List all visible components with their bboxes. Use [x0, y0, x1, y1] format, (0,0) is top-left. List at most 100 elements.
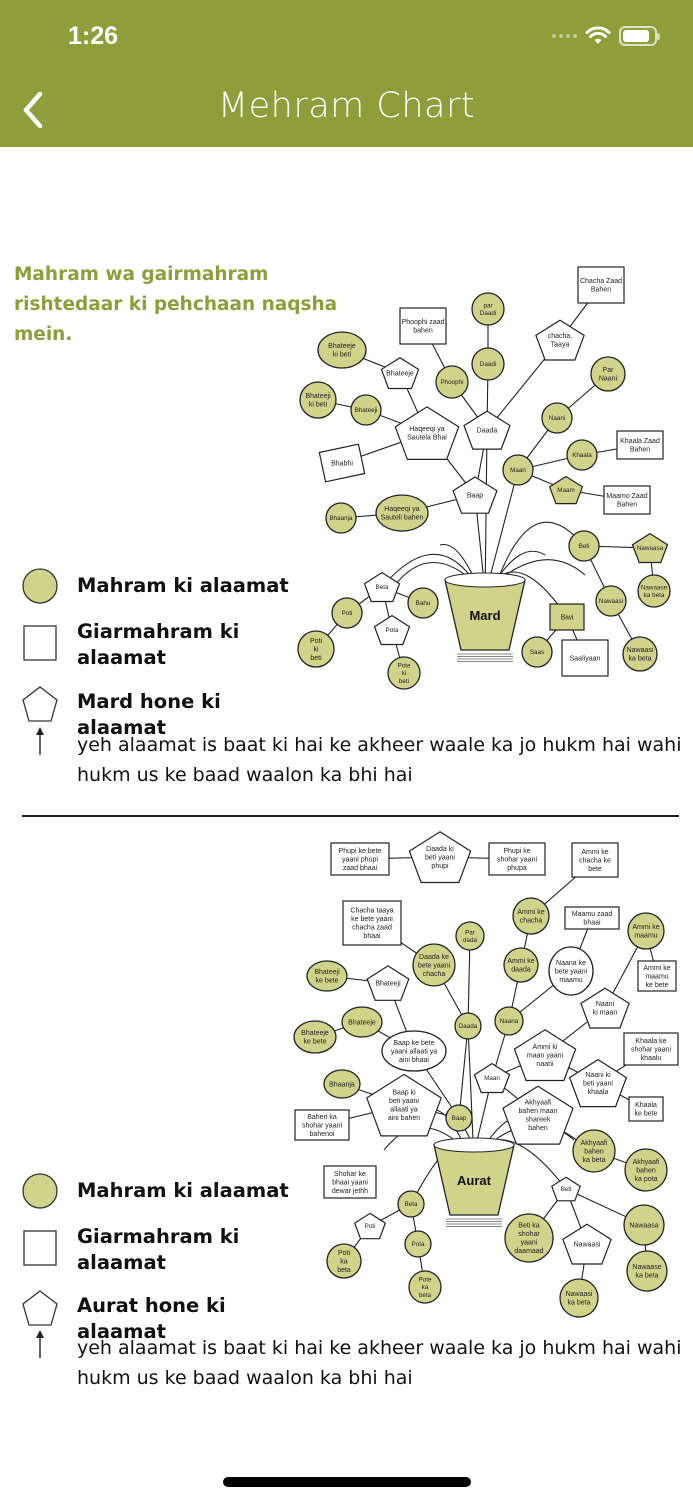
node-label: Pota [412, 1241, 425, 1248]
legend-label-gairmahram: Giarmahram ki alaamat [77, 620, 240, 669]
node-label: Bhabhi [331, 460, 353, 467]
node-nawaasi: Nawaasi [595, 585, 627, 617]
legend-item-mahram [20, 1170, 62, 1212]
node-daadi: Daadi [471, 347, 505, 381]
node-label: Baap [452, 1115, 467, 1122]
node-bahu: Bahu [407, 587, 439, 619]
node-nawaasa: Nawaasa [623, 1204, 665, 1246]
status-icons [552, 26, 660, 46]
node-maan: Maan [473, 1062, 511, 1094]
node-pota: Pota [404, 1230, 432, 1258]
center-vessel: Aurat [433, 1137, 515, 1227]
legend-item-gairmahram [20, 1227, 62, 1269]
node-daada: Daada [463, 410, 511, 450]
back-button[interactable] [16, 88, 52, 132]
arrow-up-icon [36, 727, 44, 755]
status-time: 1:26 [68, 22, 119, 50]
signal-icon [552, 34, 577, 38]
home-indicator[interactable] [223, 1477, 471, 1487]
node-label: Saaliyaan [570, 655, 601, 662]
circle-icon [22, 1173, 58, 1209]
node-nawaasa: Nawaasa [631, 532, 669, 564]
node-maan: Maan [502, 454, 534, 486]
node-label: Poti [342, 610, 353, 617]
legend-item-gender [20, 1288, 62, 1330]
node-baap: Baap [452, 476, 498, 514]
node-label: Phoophi [440, 379, 463, 386]
square-icon [23, 625, 57, 661]
node-label: Khaala [572, 452, 592, 459]
node-label: Daada [459, 1023, 478, 1030]
node-label: Pota [386, 627, 399, 634]
node-label: Maan [510, 467, 526, 474]
center-label: Mard [469, 608, 500, 623]
node-label: Beta [405, 1201, 418, 1208]
legend-label-gender: Aurat hone ki alaamat [77, 1294, 226, 1343]
node-label: Saas [530, 649, 544, 656]
node-label: Daadi [480, 361, 496, 368]
node-saas: Saas [521, 636, 553, 668]
node-label: Beti [561, 1186, 572, 1193]
node-bhaanja: Bhaanja [325, 502, 357, 534]
node-label: Bhateeje [386, 370, 414, 377]
node-label: Bhateeje [348, 1019, 376, 1026]
node-bhateeje: Bhateeje [341, 1006, 383, 1038]
node-label: Nawaasa [637, 545, 664, 552]
node-nawaasi: Nawaasi [562, 1223, 612, 1265]
node-label: Bhaanja [329, 1081, 355, 1088]
legend-item-gender [20, 684, 62, 726]
node-label: Poti [365, 1223, 376, 1230]
node-beta: Beta [397, 1190, 425, 1218]
node-bhateeje: Bhateeje [380, 356, 420, 390]
circle-icon [22, 568, 58, 604]
node-pota: Pota [373, 614, 411, 646]
node-khaala: Khaala [566, 439, 598, 471]
